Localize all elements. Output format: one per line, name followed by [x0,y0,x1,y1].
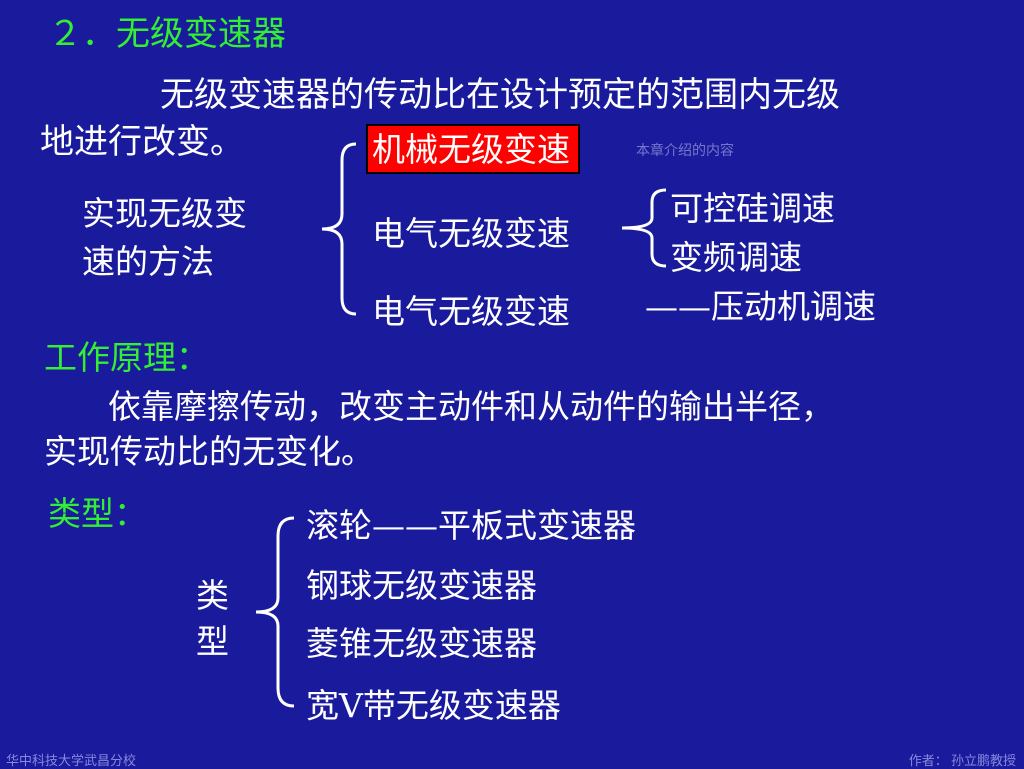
section-title: ２．无级变速器 [48,14,286,54]
footer-left: 华中科技大学武昌分校 [6,753,137,768]
electric-method-2-note: ——压动机调速 [645,287,876,326]
principle-heading: 工作原理： [44,338,209,377]
footer-right: 作者： 孙立鹏教授 [908,753,1016,768]
principle-line-2: 实现传动比的无变化。 [44,432,374,471]
methods-brace [321,142,357,316]
mechanical-method-note: 本章介绍的内容 [636,143,734,159]
type-item-2: 钢球无级变速器 [306,566,537,605]
electric-sub-brace [621,188,667,268]
intro-line-2: 地进行改变。 [40,122,244,162]
type-item-4: 宽V带无级变速器 [306,686,561,725]
electric-sub-method-1: 可控硅调速 [670,189,835,228]
electric-method-1: 电气无级变速 [372,214,570,253]
types-heading: 类型： [48,494,147,533]
principle-line-1: 依靠摩擦传动，改变主动件和从动件的输出半径， [108,387,834,426]
types-label-line-2: 型 [196,622,229,661]
types-label-line-1: 类 [196,576,229,615]
type-item-1: 滚轮——平板式变速器 [306,506,636,545]
mechanical-method-highlight: 机械无级变速 [366,124,580,174]
methods-label-line-1: 实现无级变 [82,194,247,233]
types-brace [255,516,295,708]
type-item-3: 菱锥无级变速器 [306,624,537,663]
methods-label-line-2: 速的方法 [82,242,214,281]
electric-sub-method-2: 变频调速 [670,238,802,277]
electric-method-2: 电气无级变速 [372,292,570,331]
intro-line-1: 无级变速器的传动比在设计预定的范围内无级 [160,75,840,115]
